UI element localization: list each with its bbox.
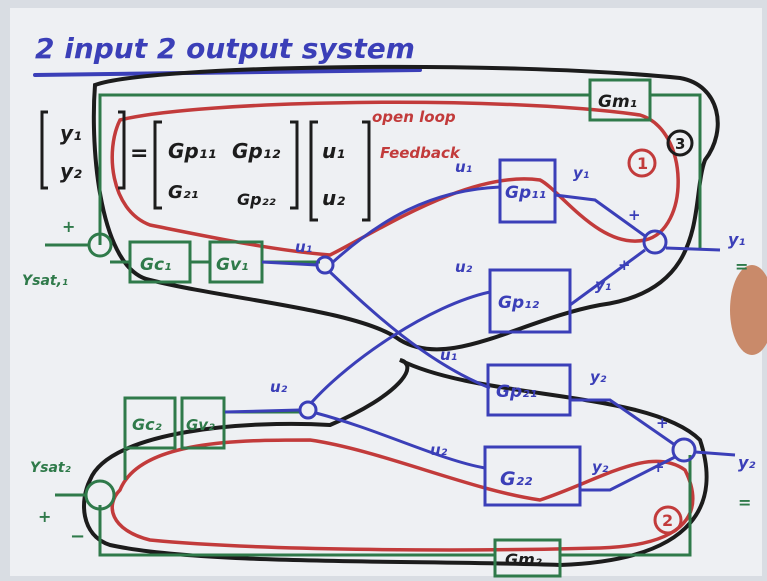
loop-1-label: 1 [637, 154, 648, 173]
matrix-g11: Gp₁₁ [168, 139, 216, 163]
out-2-plus-a: + [656, 414, 669, 432]
loop-2-label: 2 [662, 511, 673, 530]
matrix-g21: G₂₁ [168, 182, 199, 203]
loop-3-label: 3 [675, 135, 685, 153]
u2-node-label: u₂ [270, 378, 288, 396]
y2-output-eq: = [738, 493, 751, 512]
setpoint-1-label: Ysat,₁ [22, 273, 68, 289]
u2-label-b: u₂ [430, 441, 448, 459]
diagram-title: 2 input 2 output system [35, 32, 415, 65]
matrix-equals: = [130, 141, 148, 166]
feedback-label: Feedback [380, 144, 461, 162]
out-1-plus-b: + [618, 256, 631, 274]
gv1-label: Gv₁ [216, 255, 248, 275]
gc1-label: Gc₁ [140, 255, 171, 275]
u1-node-label: u₁ [295, 238, 312, 256]
gv2-label: Gv₂ [186, 416, 215, 434]
gp11-label: Gp₁₁ [505, 183, 546, 203]
u2-label-a: u₂ [455, 258, 473, 276]
y2-output-label: y₂ [738, 453, 755, 472]
matrix-u1: u₁ [322, 139, 345, 163]
open-loop-label: open loop [372, 108, 456, 126]
y1-label-a: y₁ [573, 164, 589, 182]
y1-output-line [666, 248, 720, 250]
y2-label-a: y₂ [590, 368, 607, 386]
out-2-plus-b: + [652, 458, 665, 476]
y1-label-b: y₁ [595, 276, 611, 294]
u1-label-b: u₁ [440, 346, 457, 364]
gm2-label: Gm₂ [505, 550, 542, 569]
gc2-label: Gc₂ [132, 415, 162, 434]
gm1-label: Gm₁ [598, 92, 637, 112]
matrix-g22: Gp₂₂ [237, 190, 276, 209]
out-1-plus-a: + [628, 206, 641, 224]
matrix-u2: u₂ [322, 186, 345, 210]
sum-2-plus: + [38, 507, 51, 526]
sum-1-plus: + [62, 217, 75, 236]
u1-label-a: u₁ [455, 158, 472, 176]
gp21-label: Gp₂₁ [496, 382, 537, 402]
gp12-label: Gp₁₂ [498, 293, 540, 313]
sum-2-minus: − [70, 526, 85, 547]
matrix-y1: y₁ [60, 121, 82, 145]
matrix-g12: Gp₁₂ [232, 139, 280, 163]
y1-output-label: y₁ [728, 230, 745, 249]
setpoint-2-label: Ysat₂ [30, 460, 72, 476]
matrix-y2: y₂ [60, 159, 82, 183]
y1-output-eq: = [735, 257, 748, 276]
y2-label-b: y₂ [592, 458, 609, 476]
gp22-label: G₂₂ [500, 468, 533, 490]
